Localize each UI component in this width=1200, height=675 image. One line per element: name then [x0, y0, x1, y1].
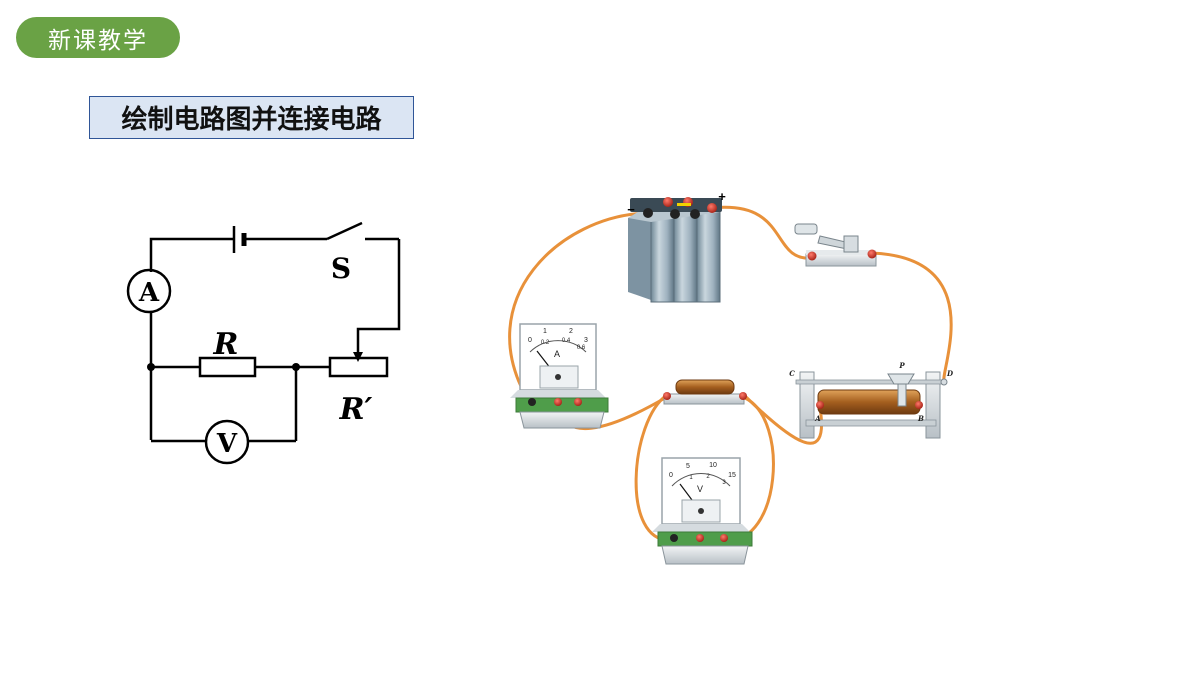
ammeter-tick-bottom-2: 0.6: [577, 345, 586, 351]
battery-plus-sign: +: [718, 189, 726, 204]
knife-switch: [794, 223, 877, 267]
rheostat-terminal-c: C: [789, 369, 795, 378]
resistor-label: R: [213, 327, 239, 362]
ammeter-tick-bottom-1: 0.4: [562, 338, 571, 344]
ammeter-tick-top-3: 3: [584, 337, 588, 344]
wire-battery-switch: [710, 205, 814, 260]
wire-resistor-voltmeter: [634, 393, 674, 542]
battery-terminal-pos: [707, 203, 717, 213]
ammeter-dial-label: A: [554, 349, 560, 359]
voltmeter-tick-top-0: 0: [669, 472, 673, 479]
voltmeter-tick-top-3: 15: [728, 472, 736, 479]
wire-switch-rheostat: [870, 251, 953, 384]
ammeter-tick-top-0: 0: [528, 337, 532, 344]
ammeter-symbol: [126, 268, 172, 314]
rheostat-terminal-d: D: [946, 369, 954, 378]
wire-top-left: [149, 237, 234, 272]
voltmeter-tick-top-2: 10: [709, 462, 717, 469]
wire-battery-ammeter: [508, 211, 650, 402]
voltmeter-tick-bottom-0: 1: [689, 475, 693, 481]
battery-terminal-neg: [643, 208, 653, 218]
voltmeter-symbol: [204, 419, 250, 465]
ammeter-tick-top-1: 1: [543, 328, 547, 335]
wire-right: [356, 239, 401, 352]
voltmeter-device: [652, 457, 753, 565]
voltmeter-tick-bottom-1: 2: [706, 474, 710, 480]
voltmeter-tick-bottom-2: 3: [722, 480, 726, 486]
voltmeter-label: V: [216, 429, 238, 459]
section-badge: 新课教学: [16, 17, 180, 58]
ammeter-tick-bottom-0: 0.2: [541, 340, 550, 346]
rheostat-terminal-a: A: [814, 414, 821, 423]
junction-dot-right: [292, 363, 300, 371]
rheostat-terminal-p: P: [898, 361, 905, 370]
slide-title: 绘制电路图并连接电路: [89, 96, 414, 139]
rheostat-terminal-b: B: [917, 414, 924, 423]
circuit-schematic: [126, 221, 401, 465]
battery-minus-sign: −: [627, 202, 635, 217]
junction-dot-left: [147, 363, 155, 371]
ammeter-device: [510, 323, 609, 429]
voltmeter-tick-top-1: 5: [686, 463, 690, 470]
ammeter-label: A: [138, 278, 160, 308]
battery-pack: [628, 197, 722, 303]
ammeter-tick-top-2: 2: [569, 328, 573, 335]
rheostat-label: R′: [339, 392, 373, 427]
slider-arrow: [353, 352, 363, 362]
switch-label: S: [331, 252, 351, 285]
voltmeter-dial-label: V: [697, 484, 703, 494]
switch-blade: [326, 221, 363, 241]
sliding-rheostat-device: [795, 371, 948, 439]
fixed-resistor-device: [663, 379, 747, 405]
